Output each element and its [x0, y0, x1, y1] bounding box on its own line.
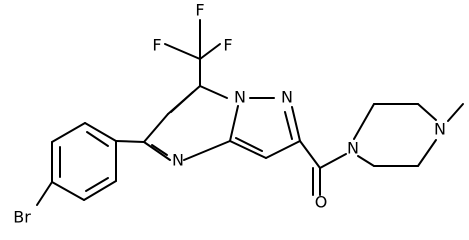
bond-ar-4	[51, 181, 85, 201]
bond-pip-6	[357, 155, 375, 167]
bond-c-f-right	[199, 43, 221, 60]
bond-ar-5-double	[85, 177, 109, 192]
bond-ar-5	[83, 180, 117, 201]
bond-ar-2	[51, 122, 86, 143]
bond-c6-c5	[143, 113, 169, 143]
atom-bromine: Br	[13, 208, 31, 227]
bond-c2-c3	[265, 140, 301, 159]
atom-nitrogen-piperazine-4: N	[434, 120, 446, 139]
bond-pip-4	[417, 139, 437, 167]
bond-pip-3	[417, 103, 437, 121]
bond-c5-n4-double	[151, 144, 168, 156]
bond-c3-c3a	[229, 140, 267, 159]
bond-c2-carbonyl	[299, 140, 321, 169]
atom-nitrogen-piperazine-1: N	[347, 139, 359, 158]
bond-c-br	[36, 181, 53, 206]
bond-c7-c6-double	[170, 91, 194, 113]
bond-c5-n4	[143, 141, 171, 161]
atom-nitrogen-bridge: N	[234, 88, 246, 107]
atom-oxygen-carbonyl: O	[315, 193, 328, 212]
atom-fluorine-right: F	[223, 36, 232, 55]
atom-fluorine-left: F	[152, 36, 161, 55]
bond-n-bridge-c7	[199, 85, 228, 99]
bond-ar-1	[84, 122, 117, 142]
bond-ar-1-double	[86, 131, 109, 147]
atom-nitrogen-pyrimidine: N	[172, 151, 184, 170]
bond-n4-c3a	[183, 140, 231, 161]
bond-carbonyl-n	[319, 153, 347, 169]
bond-c5-aryl	[115, 140, 145, 143]
bromophenyl-group	[36, 122, 145, 206]
bond-n1-c2-double	[284, 111, 293, 140]
bond-c-f-left	[164, 43, 201, 60]
pyrimidine-ring	[143, 85, 239, 161]
bond-c3a-n-bridge	[229, 105, 239, 142]
bond-n-methyl	[447, 103, 464, 122]
carbonyl-piperazine-group	[299, 103, 464, 196]
bond-pip-1	[353, 103, 375, 140]
atom-nitrogen-pyrazole: N	[281, 88, 293, 107]
atom-fluorine-top: F	[195, 1, 204, 20]
bond-n1-c2	[291, 106, 301, 142]
trifluoromethyl-group	[164, 19, 221, 87]
pyrazole-ring	[229, 97, 301, 159]
bond-c3-c3a-double	[235, 137, 263, 152]
chemical-structure-diagram: F F F N N N O N N Br	[13, 1, 464, 227]
